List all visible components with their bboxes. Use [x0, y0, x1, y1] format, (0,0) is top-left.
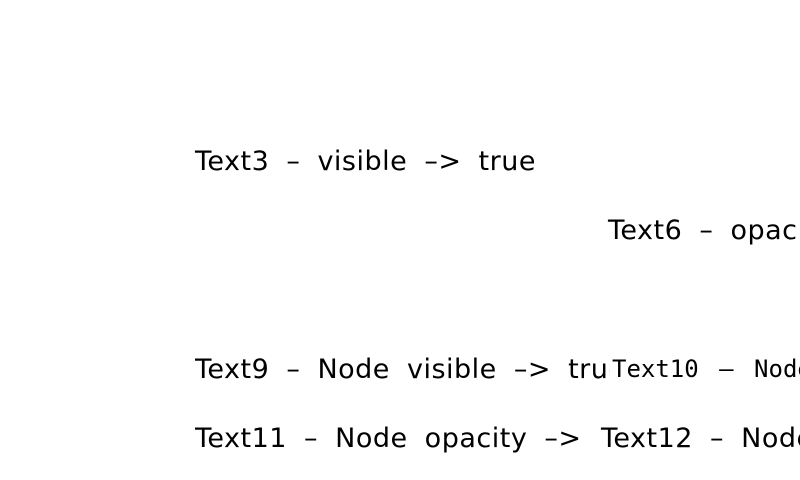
- label-text10: Text10 – Node: [612, 355, 800, 383]
- label-text6: Text6 – opaci: [608, 215, 800, 246]
- label-text12: Text12 – Node: [601, 423, 800, 454]
- label-text3: Text3 – visible –> true: [195, 146, 536, 177]
- label-text11: Text11 – Node opacity –> 0: [195, 423, 598, 454]
- label-text9: Text9 – Node visible –> true: [195, 354, 610, 385]
